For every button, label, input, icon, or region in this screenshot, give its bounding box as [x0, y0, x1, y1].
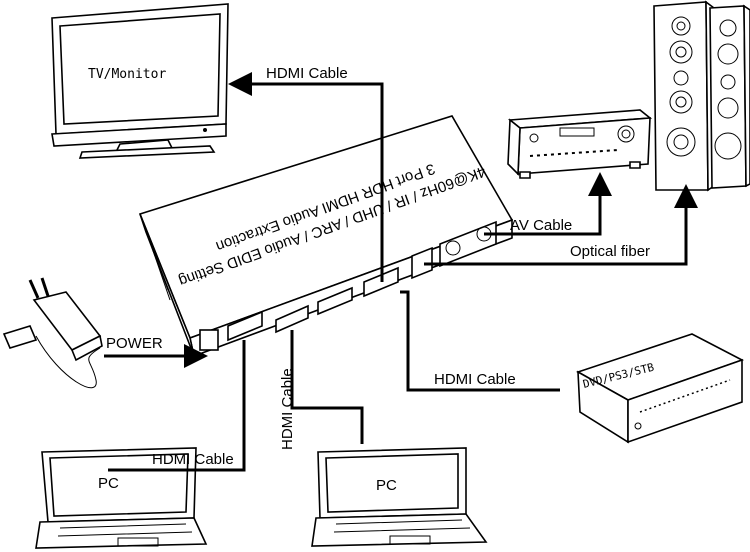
optical-label: Optical fiber [570, 243, 650, 260]
dvd-player: DVD/PS3/STB [576, 333, 745, 444]
hdmi-audio-extractor: 3 Port HDR HDMI Audio Extraction 4K@60Hz… [138, 115, 514, 358]
optical-cable [424, 184, 698, 266]
power-adapter [2, 277, 103, 389]
av-cable-label: AV Cable [510, 217, 572, 234]
hdmi-in2-port [275, 304, 309, 334]
speakers [653, 0, 750, 192]
pc-right-cable-label: HDMI Cable [279, 368, 296, 450]
pc-left-label: PC [98, 475, 119, 492]
av-cable [484, 172, 612, 236]
tv-hdmi-cable [228, 72, 384, 282]
dvd-hdmi-cable [400, 290, 560, 392]
hdmi-in1-port [227, 310, 263, 342]
av-receiver [507, 109, 653, 179]
pc-right-hdmi-cable [290, 330, 364, 444]
pc-left-cable-label: HDMI Cable [152, 451, 234, 468]
dvd-cable-label: HDMI Cable [434, 371, 516, 388]
tv-monitor: TV/Monitor [51, 3, 229, 159]
power-label: POWER [106, 335, 163, 352]
pc-right: PC [311, 447, 488, 547]
pc-left-hdmi-cable [108, 340, 246, 472]
hdmi-in3-port [317, 286, 353, 316]
pc-right-label: PC [376, 477, 397, 494]
tv-label: TV/Monitor [88, 67, 166, 82]
power-port [199, 329, 219, 351]
tv-cable-label: HDMI Cable [266, 65, 348, 82]
optical-port [411, 246, 433, 280]
